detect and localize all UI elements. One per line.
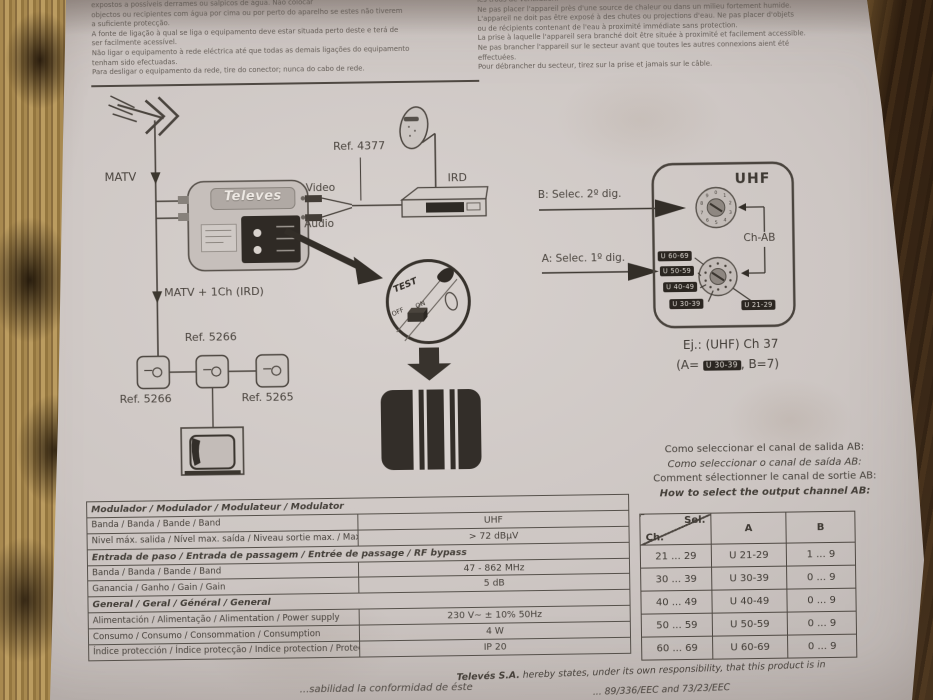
band-badge-u50-59: U 50-59 [659, 265, 695, 276]
band-badge-u60-69: U 60-69 [657, 250, 692, 261]
ird-receiver-device [399, 186, 489, 218]
pointer-arrow-to-test [283, 227, 383, 285]
example-a-prefix: (A= [676, 357, 700, 373]
tv-drop-cable [211, 387, 214, 428]
svg-text:8: 8 [700, 201, 703, 207]
channel-selection-table: Sel. Ch. A B 21 ... 29 U 21-29 1 ... 9 3… [639, 511, 857, 661]
test-switch-zoom-circle [385, 259, 471, 345]
matv-label: MATV [104, 169, 137, 185]
down-arrow-icon [407, 347, 452, 381]
dial-a [698, 256, 738, 297]
example-channel-line2: (A= U 30-39, B=7) [676, 357, 779, 372]
ref-4377-label: Ref. 4377 [333, 139, 386, 153]
arrowhead-a [627, 262, 659, 281]
video-label: Video [305, 181, 336, 195]
svg-text:1: 1 [723, 193, 726, 199]
svg-text:4: 4 [724, 217, 727, 223]
av-cables [300, 157, 403, 222]
tv-test-pattern-icon [380, 389, 482, 471]
ird-label: IRD [447, 171, 468, 185]
selector-arrows [539, 199, 687, 281]
ch-ab-label: Ch-AB [743, 231, 776, 245]
svg-text:6: 6 [706, 217, 709, 223]
audio-label: Audio [304, 217, 335, 231]
company-name: Televés S.A. [456, 669, 520, 684]
ref-5265-label: Ref. 5265 [241, 390, 294, 405]
dial-b: 0 1 2 3 4 5 6 7 8 9 [695, 186, 737, 229]
svg-text:7: 7 [700, 210, 703, 216]
sel-header: Sel. [684, 514, 706, 527]
ch-ab-bracket [738, 203, 766, 278]
tv-set-icon [180, 426, 245, 476]
corner-cell: Sel. Ch. [639, 513, 712, 546]
panel-dial-outline [444, 291, 458, 311]
arrowhead-b [654, 199, 687, 218]
test-switch-icon [407, 307, 428, 322]
rf-output-connector [178, 212, 190, 222]
wall-outlets [136, 353, 290, 428]
example-a-badge: U 30-39 [702, 359, 741, 371]
specifications-table: Modulador / Modulador / Modulateur / Mod… [86, 494, 631, 661]
channel-selection-help: Como seleccionar el canal de salida AB: … [589, 439, 933, 502]
modulator-device [177, 179, 310, 272]
svg-text:0: 0 [714, 190, 717, 196]
svg-text:3: 3 [729, 210, 732, 216]
finger-icon [437, 267, 454, 283]
svg-text:2: 2 [729, 200, 732, 206]
table-row: 50 ... 59 U 50-59 0 ... 9 [641, 611, 857, 638]
satellite-dish-icon [399, 106, 437, 189]
band-badge-u30-39: U 30-39 [669, 298, 704, 309]
cable-arrowhead-output [152, 291, 163, 304]
example-b-suffix: , B=7) [740, 356, 780, 372]
ch-header: Ch. [645, 532, 664, 544]
terrestrial-antenna-icon [108, 95, 180, 137]
example-channel-line1: Ej.: (UHF) Ch 37 [682, 336, 779, 353]
rf-input-connector [177, 195, 189, 205]
uhf-title: UHF [734, 170, 771, 188]
table-row: 40 ... 49 U 40-49 0 ... 9 [640, 588, 857, 615]
modulator-dial-panel [241, 215, 301, 264]
a-selector-label: A: Selec. 1º dig. [541, 251, 626, 265]
band-badge-u21-29: U 21-29 [741, 299, 776, 310]
cable-arrowhead-matv [150, 172, 161, 185]
ref-5266-top-label: Ref. 5266 [184, 330, 237, 344]
col-b-header: B [785, 511, 856, 544]
table-row: 60 ... 69 U 60-69 0 ... 9 [641, 634, 857, 661]
b-selector-label: B: Selec. 2º dig. [537, 187, 622, 202]
band-badge-u40-49: U 40-49 [663, 281, 698, 292]
uhf-selector-panel: 0 1 2 3 4 5 6 7 8 9 [651, 161, 796, 329]
matv-output-label: MATV + 1Ch (IRD) [164, 284, 264, 300]
col-a-header: A [710, 512, 787, 545]
ref-5266-left-label: Ref. 5266 [119, 392, 172, 406]
televes-logo: Televes [223, 188, 282, 205]
svg-text:9: 9 [706, 193, 709, 199]
table-row: 21 ... 29 U 21-29 1 ... 9 [640, 542, 856, 569]
table-header-row: Sel. Ch. A B [639, 511, 856, 546]
table-row: 30 ... 39 U 30-39 0 ... 9 [640, 565, 856, 592]
matv-trunk-cable [153, 120, 181, 357]
svg-text:5: 5 [715, 220, 718, 226]
